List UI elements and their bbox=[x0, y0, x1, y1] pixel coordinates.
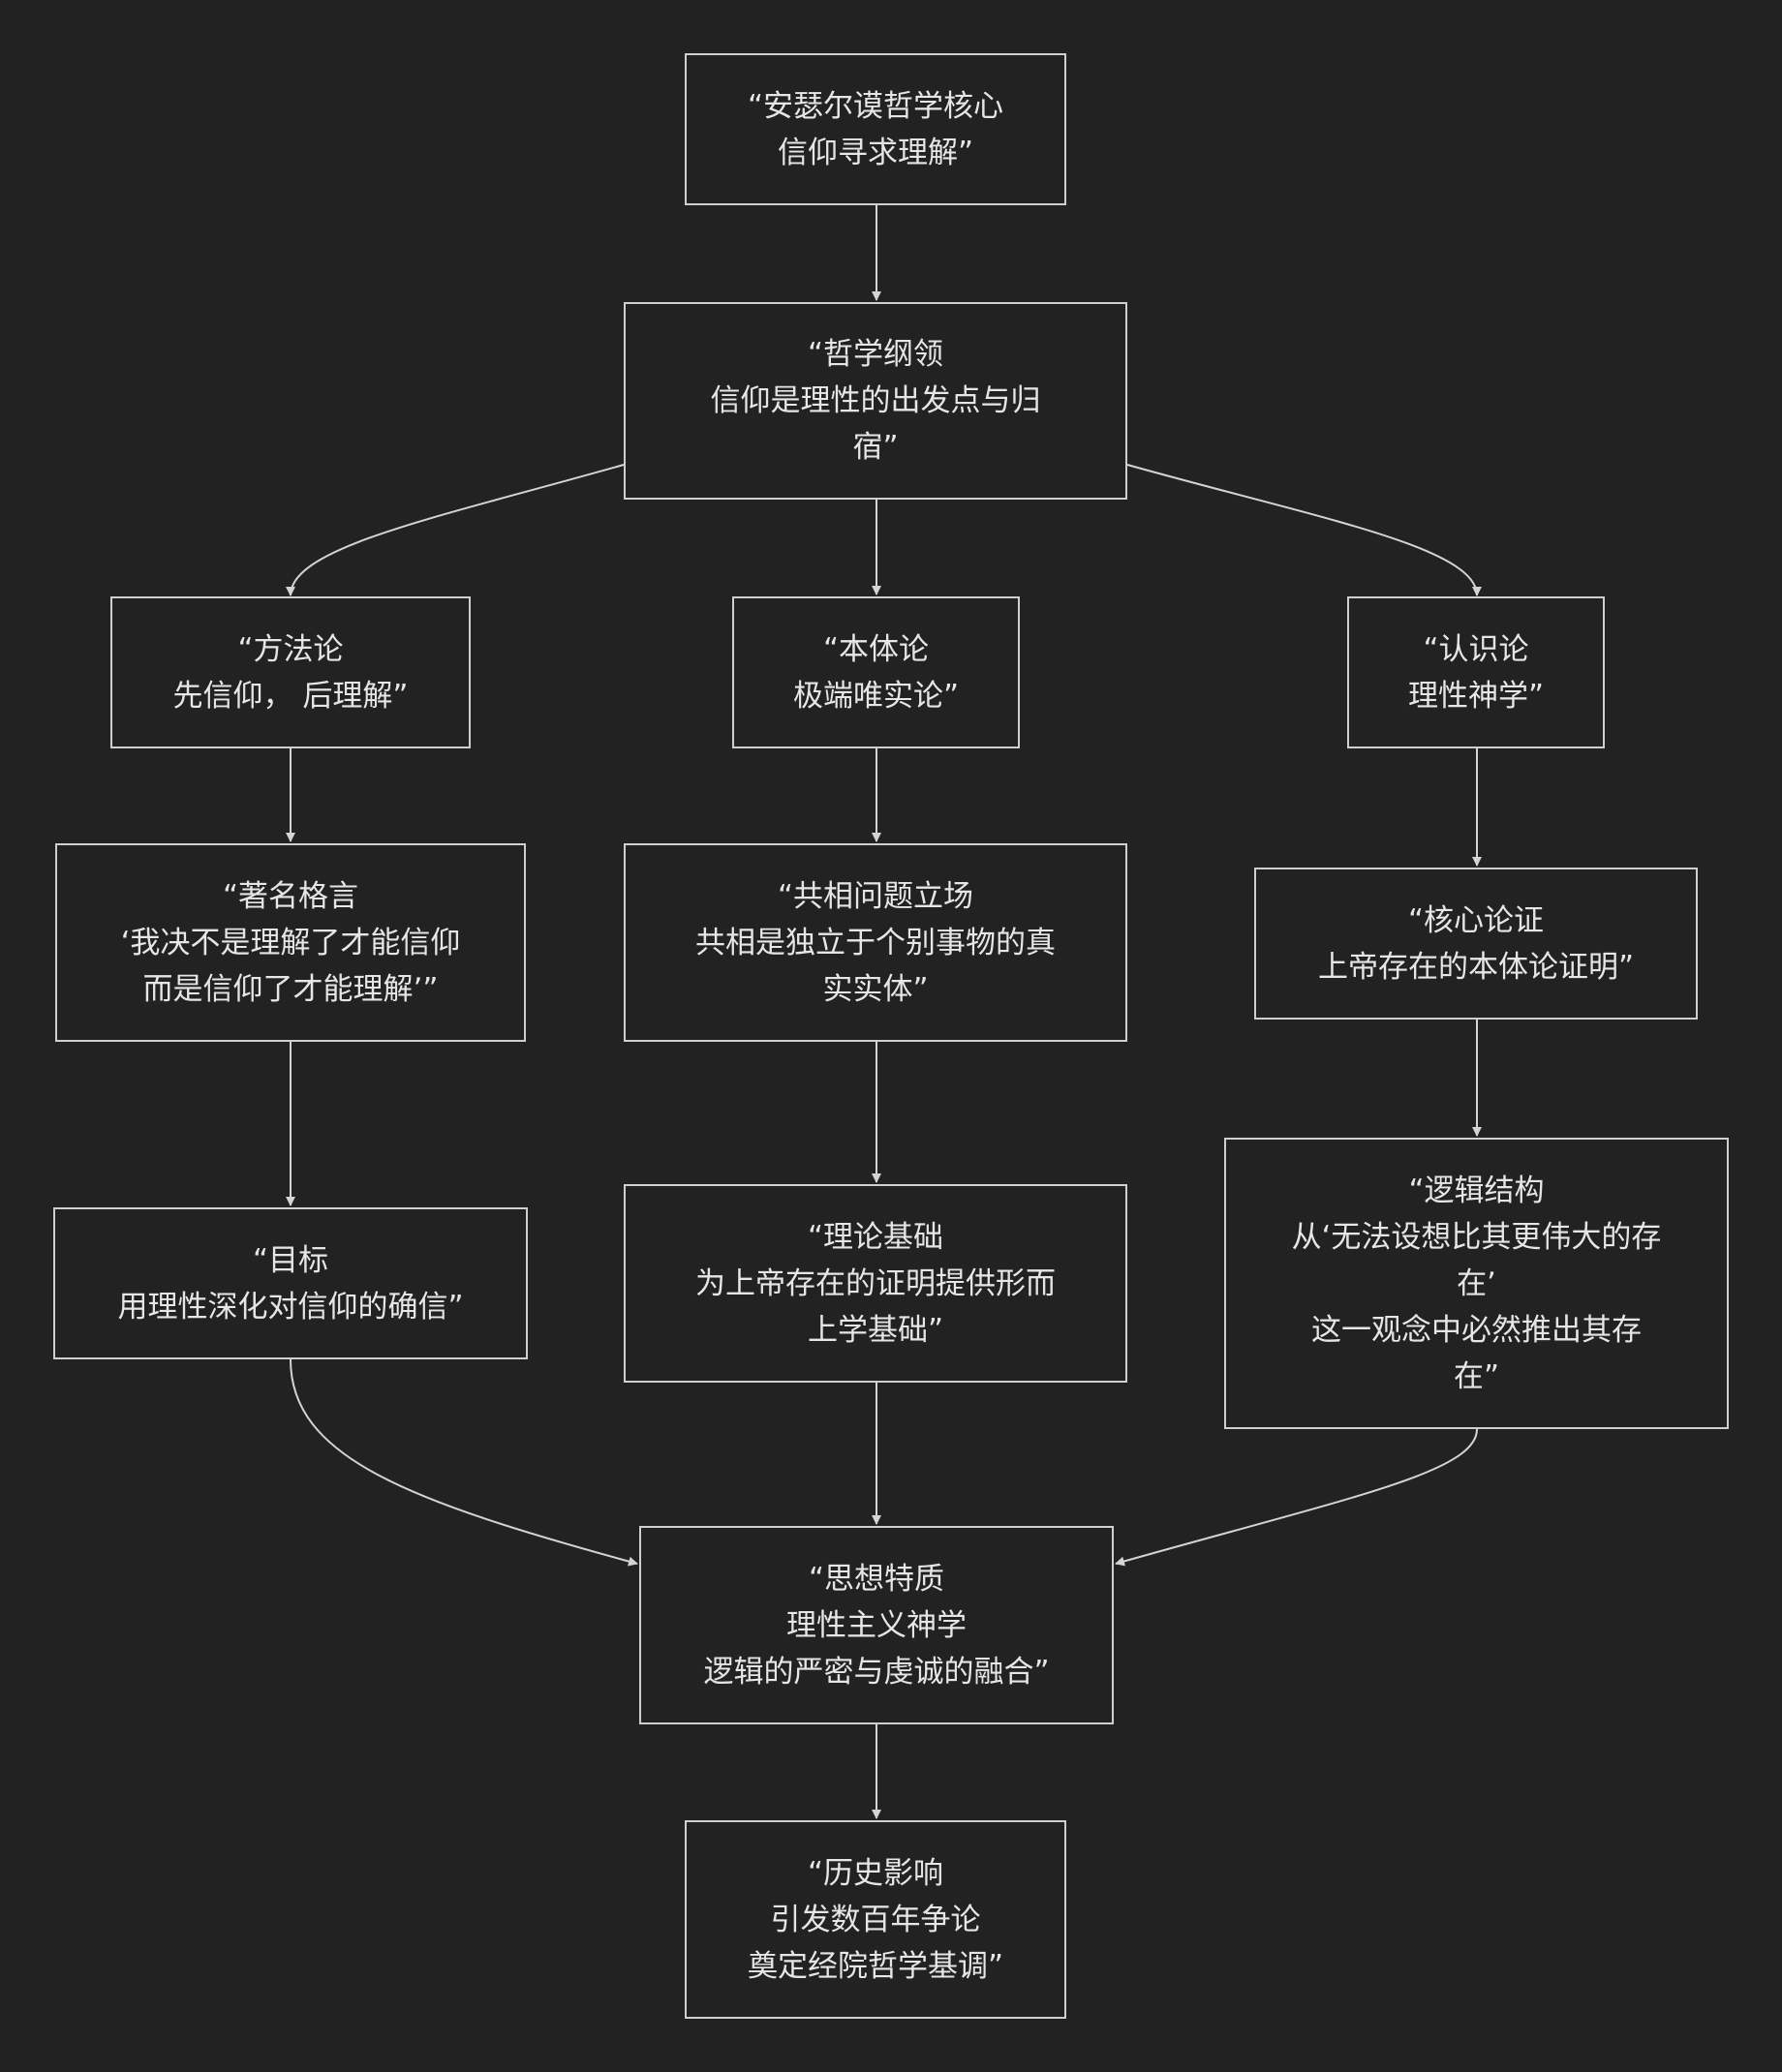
node-basis-line: 为上帝存在的证明提供形而 bbox=[695, 1265, 1056, 1301]
node-core-argument: “核心论证 上帝存在的本体论证明” bbox=[1254, 868, 1698, 1020]
node-trait-line: 理性主义神学 bbox=[786, 1607, 967, 1643]
node-universals-line: 实实体” bbox=[822, 971, 929, 1007]
node-epistemology-line: “认识论 bbox=[1423, 631, 1529, 667]
node-methodology-line: 先信仰， 后理解” bbox=[172, 678, 409, 714]
node-core-argument-line: 上帝存在的本体论证明” bbox=[1317, 949, 1635, 985]
node-core-line: 信仰寻求理解” bbox=[777, 135, 974, 170]
node-logic-line: 这一观念中必然推出其存 bbox=[1311, 1312, 1642, 1348]
node-maxim-line: “著名格言 bbox=[222, 878, 359, 914]
node-maxim: “著名格言 ‘我决不是理解了才能信仰 而是信仰了才能理解’” bbox=[55, 843, 526, 1042]
edge-logic-trait bbox=[1115, 1428, 1478, 1567]
node-goal-line: “目标 bbox=[252, 1242, 329, 1278]
edge-goal-trait bbox=[290, 1358, 638, 1567]
node-outline-line: “哲学纲领 bbox=[807, 337, 944, 372]
node-ontology: “本体论 极端唯实论” bbox=[732, 596, 1020, 748]
node-outline: “哲学纲领 信仰是理性的出发点与归 宿” bbox=[624, 302, 1127, 500]
node-basis-line: 上学基础” bbox=[807, 1312, 944, 1348]
node-history: “历史影响 引发数百年争论 奠定经院哲学基调” bbox=[685, 1820, 1066, 2019]
node-trait-line: “思想特质 bbox=[808, 1561, 945, 1597]
node-core: “安瑟尔谟哲学核心 信仰寻求理解” bbox=[685, 53, 1066, 205]
node-maxim-line: ‘我决不是理解了才能信仰 bbox=[120, 925, 461, 960]
node-logic-line: 从‘无法设想比其更伟大的存 bbox=[1291, 1219, 1662, 1255]
node-goal-line: 用理性深化对信仰的确信” bbox=[117, 1289, 464, 1325]
node-trait-line: 逻辑的严密与虔诚的融合” bbox=[703, 1654, 1050, 1690]
node-outline-line: 信仰是理性的出发点与归 bbox=[710, 383, 1041, 418]
node-basis-line: “理论基础 bbox=[807, 1219, 944, 1255]
edge-outline-epistemology bbox=[1126, 464, 1482, 596]
node-epistemology-line: 理性神学” bbox=[1407, 678, 1545, 714]
node-logic-line: 在’ bbox=[1457, 1265, 1496, 1301]
node-epistemology: “认识论 理性神学” bbox=[1347, 596, 1605, 748]
node-logic-line: “逻辑结构 bbox=[1408, 1173, 1545, 1208]
node-ontology-line: 极端唯实论” bbox=[792, 678, 960, 714]
node-methodology-line: “方法论 bbox=[237, 631, 344, 667]
node-universals-line: “共相问题立场 bbox=[777, 878, 974, 914]
node-trait: “思想特质 理性主义神学 逻辑的严密与虔诚的融合” bbox=[639, 1526, 1114, 1724]
node-history-line: “历史影响 bbox=[807, 1855, 944, 1891]
node-core-argument-line: “核心论证 bbox=[1407, 902, 1545, 938]
node-basis: “理论基础 为上帝存在的证明提供形而 上学基础” bbox=[624, 1184, 1127, 1383]
node-core-line: “安瑟尔谟哲学核心 bbox=[747, 88, 1004, 124]
node-goal: “目标 用理性深化对信仰的确信” bbox=[53, 1207, 528, 1359]
node-maxim-line: 而是信仰了才能理解’” bbox=[142, 971, 439, 1007]
node-universals-line: 共相是独立于个别事物的真 bbox=[695, 925, 1056, 960]
node-methodology: “方法论 先信仰， 后理解” bbox=[110, 596, 471, 748]
node-logic: “逻辑结构 从‘无法设想比其更伟大的存 在’ 这一观念中必然推出其存 在” bbox=[1224, 1138, 1729, 1429]
node-logic-line: 在” bbox=[1453, 1358, 1500, 1394]
node-history-line: 引发数百年争论 bbox=[770, 1902, 981, 1937]
node-history-line: 奠定经院哲学基调” bbox=[747, 1948, 1004, 1984]
node-universals: “共相问题立场 共相是独立于个别事物的真 实实体” bbox=[624, 843, 1127, 1042]
node-ontology-line: “本体论 bbox=[822, 631, 930, 667]
node-outline-line: 宿” bbox=[852, 430, 899, 465]
edge-outline-methodology bbox=[286, 464, 625, 596]
